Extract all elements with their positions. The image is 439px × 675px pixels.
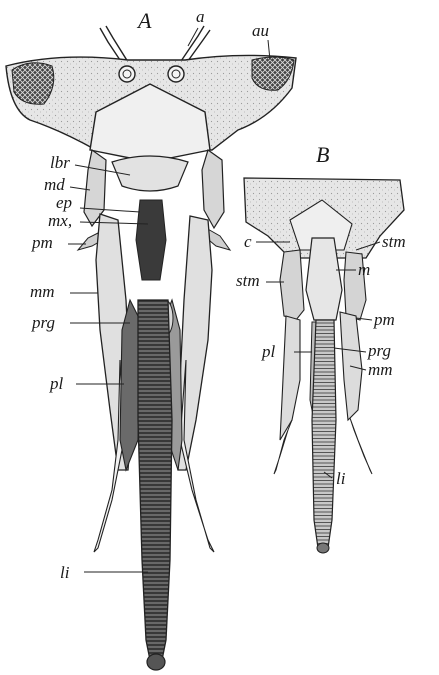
label-lbr: lbr (50, 153, 70, 172)
mandible-right (202, 150, 224, 228)
epipharynx (136, 200, 166, 280)
compound-eye-left (12, 63, 54, 104)
label-m: m (358, 260, 370, 279)
label-li-b: li (336, 469, 346, 488)
labial-palp-left (120, 300, 140, 470)
label-li: li (60, 563, 70, 582)
ligula-b (312, 320, 336, 548)
label-prg: prg (31, 313, 55, 332)
label-mx1: mx, (48, 211, 72, 230)
label-pl-b: pl (261, 342, 276, 361)
label-au: au (252, 21, 269, 40)
panel-b-label: B (316, 142, 329, 167)
label-md: md (44, 175, 65, 194)
panel-a-drawing (6, 26, 296, 670)
stipes-left (280, 250, 304, 320)
label-a: a (196, 7, 205, 26)
label-pm: pm (31, 233, 53, 252)
label-ep: ep (56, 193, 72, 212)
maxilla-b-left (280, 316, 300, 440)
label-mm-b: mm (368, 360, 393, 379)
label-pl: pl (49, 374, 64, 393)
label-prg-b: prg (367, 341, 391, 360)
label-stm-right: stm (382, 232, 406, 251)
ligula (138, 300, 172, 660)
label-pm-b: pm (373, 310, 395, 329)
label-mm: mm (30, 282, 55, 301)
palp-b-stylet-right (350, 418, 372, 474)
panel-a-label: A (136, 8, 152, 33)
label-c: c (244, 232, 252, 251)
label-stm-left: stm (236, 271, 260, 290)
